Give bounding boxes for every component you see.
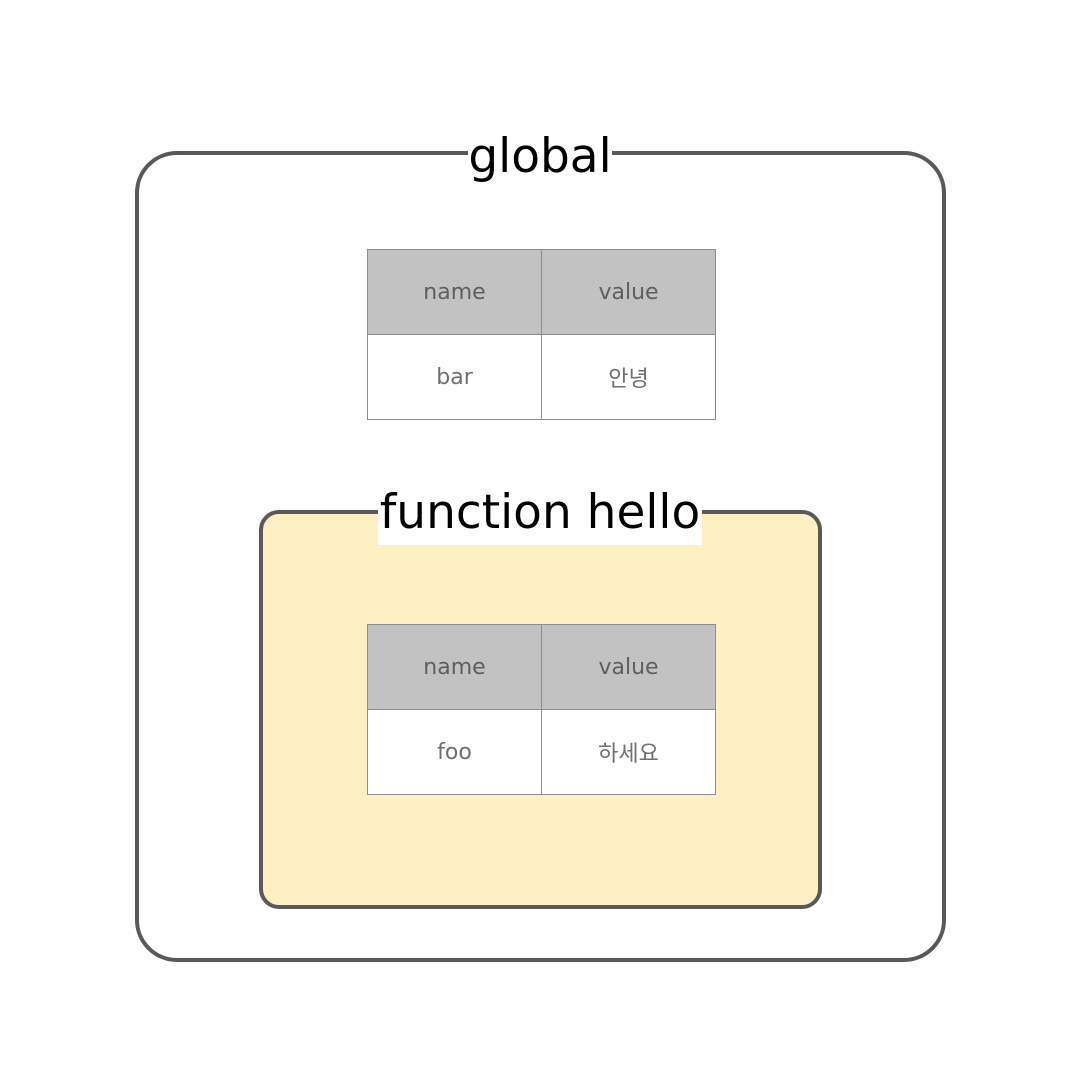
function-hello-variable-table: name value foo 하세요 (367, 624, 716, 795)
variable-value-cell: 하세요 (541, 709, 716, 795)
table-header-row: name value (367, 249, 716, 335)
column-header-name: name (367, 624, 542, 710)
variable-value-cell: 안녕 (541, 334, 716, 420)
variable-name-cell: foo (367, 709, 542, 795)
table-row: foo 하세요 (367, 709, 716, 795)
global-scope-label: global (468, 129, 612, 184)
global-variable-table: name value bar 안녕 (367, 249, 716, 420)
function-hello-scope-label: function hello (378, 487, 702, 545)
table-header-row: name value (367, 624, 716, 710)
column-header-name: name (367, 249, 542, 335)
table-row: bar 안녕 (367, 334, 716, 420)
column-header-value: value (541, 249, 716, 335)
column-header-value: value (541, 624, 716, 710)
variable-name-cell: bar (367, 334, 542, 420)
